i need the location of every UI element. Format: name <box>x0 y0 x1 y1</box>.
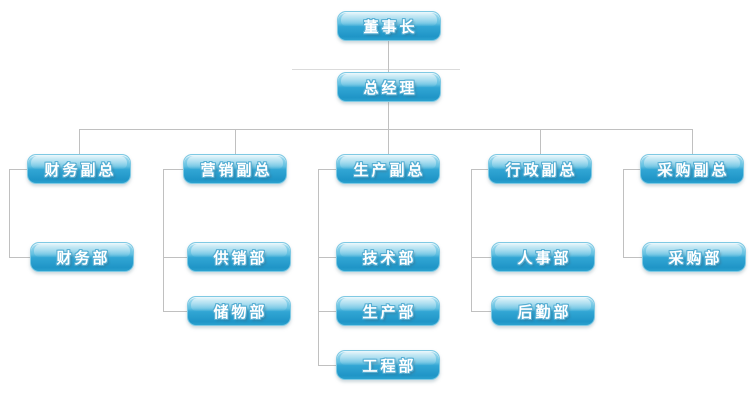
node-finance-vp-label: 财务副总 <box>44 160 117 179</box>
node-technology-dept[interactable]: 技术部 <box>336 242 440 272</box>
node-supply-sales-dept-label: 供销部 <box>213 248 268 267</box>
node-general-manager[interactable]: 总经理 <box>337 72 441 102</box>
bracket-production-stub-dept1 <box>318 257 336 258</box>
node-supply-sales-dept[interactable]: 供销部 <box>187 242 291 272</box>
bracket-marketing-stub-dept2 <box>163 311 187 312</box>
node-finance-dept-label: 财务部 <box>56 248 111 267</box>
bracket-marketing-stub-vp <box>163 169 183 170</box>
node-marketing-vp-label: 营销副总 <box>200 160 273 179</box>
node-hr-dept-label: 人事部 <box>517 248 572 267</box>
node-engineering-dept[interactable]: 工程部 <box>336 350 440 380</box>
node-production-vp-label: 生产副总 <box>353 160 426 179</box>
node-marketing-vp[interactable]: 营销副总 <box>183 154 287 184</box>
drop-production-vp <box>388 129 389 154</box>
drop-admin-vp <box>540 129 541 154</box>
node-procurement-dept-label: 采购部 <box>668 248 723 267</box>
faint-rule-line <box>292 69 460 70</box>
rail-line <box>79 129 692 130</box>
node-finance-vp[interactable]: 财务副总 <box>27 154 131 184</box>
node-procurement-vp[interactable]: 采购副总 <box>640 154 744 184</box>
drop-procurement-vp <box>692 129 693 154</box>
node-procurement-dept[interactable]: 采购部 <box>642 242 746 272</box>
bracket-marketing-v <box>163 169 164 311</box>
node-logistics-dept[interactable]: 后勤部 <box>491 296 595 326</box>
bracket-procurement-v <box>623 169 624 257</box>
node-procurement-vp-label: 采购副总 <box>657 160 730 179</box>
node-admin-vp[interactable]: 行政副总 <box>488 154 592 184</box>
node-storage-dept[interactable]: 储物部 <box>187 296 291 326</box>
node-production-dept-label: 生产部 <box>362 302 417 321</box>
node-production-dept[interactable]: 生产部 <box>336 296 440 326</box>
bracket-admin-stub-vp <box>471 169 488 170</box>
node-chairman[interactable]: 董事长 <box>337 11 441 41</box>
bracket-admin-v <box>471 169 472 311</box>
node-general-manager-label: 总经理 <box>363 78 418 97</box>
connector-chairman-gm <box>388 41 389 72</box>
node-technology-dept-label: 技术部 <box>362 248 417 267</box>
node-logistics-dept-label: 后勤部 <box>517 302 572 321</box>
node-finance-dept[interactable]: 财务部 <box>30 242 134 272</box>
bracket-finance-v <box>9 169 10 257</box>
bracket-admin-stub-dept1 <box>471 257 491 258</box>
node-admin-vp-label: 行政副总 <box>505 160 578 179</box>
bracket-production-stub-dept3 <box>318 365 336 366</box>
node-hr-dept[interactable]: 人事部 <box>491 242 595 272</box>
bracket-admin-stub-dept2 <box>471 311 491 312</box>
node-production-vp[interactable]: 生产副总 <box>336 154 440 184</box>
bracket-procurement-stub-vp <box>623 169 640 170</box>
node-chairman-label: 董事长 <box>363 17 418 36</box>
bracket-finance-stub-vp <box>9 169 27 170</box>
bracket-production-stub-vp <box>318 169 336 170</box>
bracket-finance-stub-dept1 <box>9 257 30 258</box>
bracket-marketing-stub-dept1 <box>163 257 187 258</box>
node-storage-dept-label: 储物部 <box>213 302 268 321</box>
node-engineering-dept-label: 工程部 <box>362 356 417 375</box>
connector-gm-rail <box>388 102 389 129</box>
bracket-production-v <box>318 169 319 365</box>
bracket-procurement-stub-dept1 <box>623 257 642 258</box>
drop-finance-vp <box>79 129 80 154</box>
bracket-production-stub-dept2 <box>318 311 336 312</box>
drop-marketing-vp <box>235 129 236 154</box>
